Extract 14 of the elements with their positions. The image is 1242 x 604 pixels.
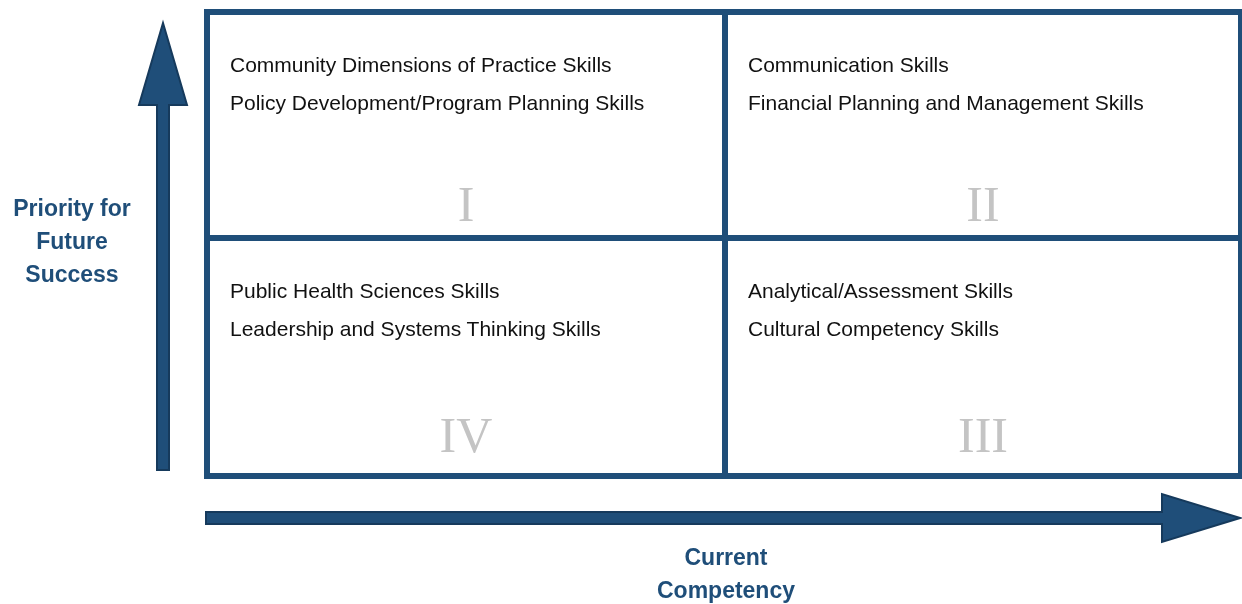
skill-text: Public Health Sciences Skills xyxy=(230,279,500,303)
axis-label: Current Competency xyxy=(655,543,796,604)
axis-label: Priority for Future Success xyxy=(12,194,132,289)
skill-text: Financial Planning and Management Skills xyxy=(748,91,1144,115)
skill-text: Community Dimensions of Practice Skills xyxy=(230,53,612,77)
skill-text: Policy Development/Program Planning Skills xyxy=(230,91,645,115)
quadrant-numeral: IV xyxy=(438,406,494,464)
skill-text: Analytical/Assessment Skills xyxy=(748,279,1013,303)
quadrant-numeral: III xyxy=(957,406,1009,464)
quadrant-numeral: II xyxy=(965,175,1001,233)
skill-text: Cultural Competency Skills xyxy=(748,317,999,341)
skill-text: Leadership and Systems Thinking Skills xyxy=(230,317,601,341)
skill-text: Communication Skills xyxy=(748,53,949,77)
quadrant-numeral: I xyxy=(456,175,476,233)
